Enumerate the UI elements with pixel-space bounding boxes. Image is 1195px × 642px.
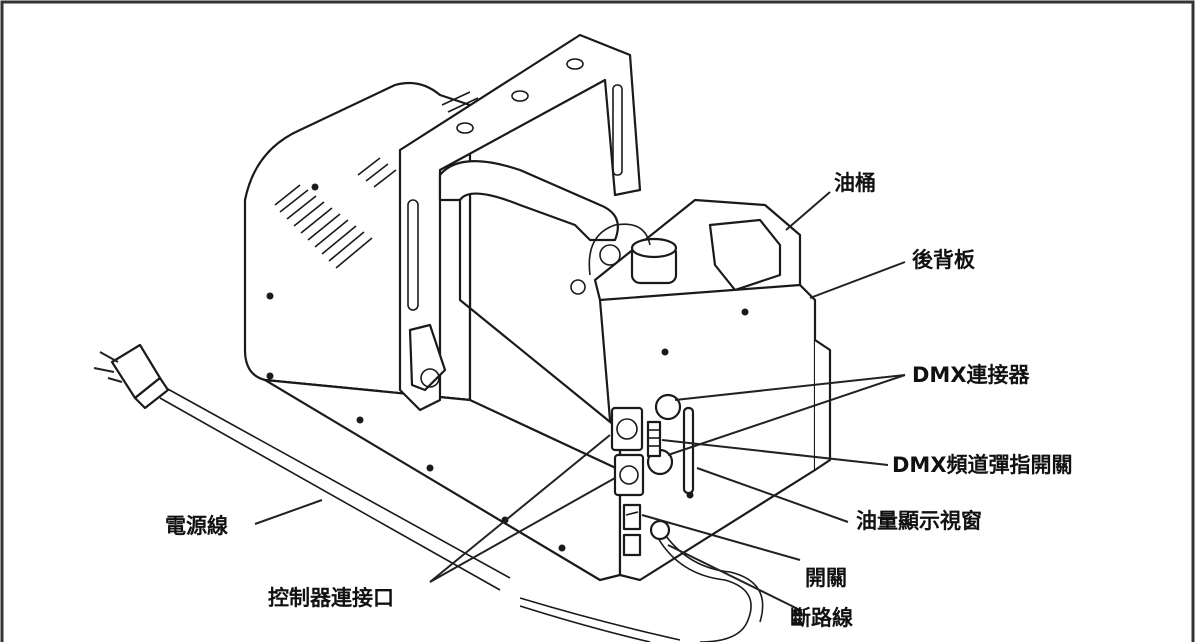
label-dmx-connector: DMX連接器 [912,363,1031,387]
carry-handle [438,160,619,242]
label-oil-tank: 油桶 [834,171,876,195]
leader-lines [254,191,906,611]
label-controller-port: 控制器連接口 [268,586,394,610]
controller-port-1 [610,406,644,452]
label-circuit-breaker-line: 斷路線 [790,606,853,630]
power-cord [159,387,511,591]
bracket-knob [408,323,447,392]
label-power-cord: 電源線 [165,514,228,538]
oil-level-window [682,406,695,495]
dmx-dip-switch [646,420,662,458]
dmx-connector-top [654,393,682,421]
machine-body-front [263,163,622,582]
label-back-panel: 後背板 [912,248,976,272]
label-oil-level-window: 油量顯示視窗 [856,509,982,533]
mounting-bracket [398,33,642,412]
power-plug [93,343,170,410]
power-switch [622,503,642,531]
breaker-cable [657,537,752,642]
controller-port-2 [613,453,645,497]
label-power-switch: 開關 [805,566,847,590]
label-dmx-dip-switch: DMX頻道彈指開關 [892,453,1073,477]
side-vents [274,91,479,269]
fog-machine-illustration [93,33,832,642]
circuit-breaker [622,533,642,557]
